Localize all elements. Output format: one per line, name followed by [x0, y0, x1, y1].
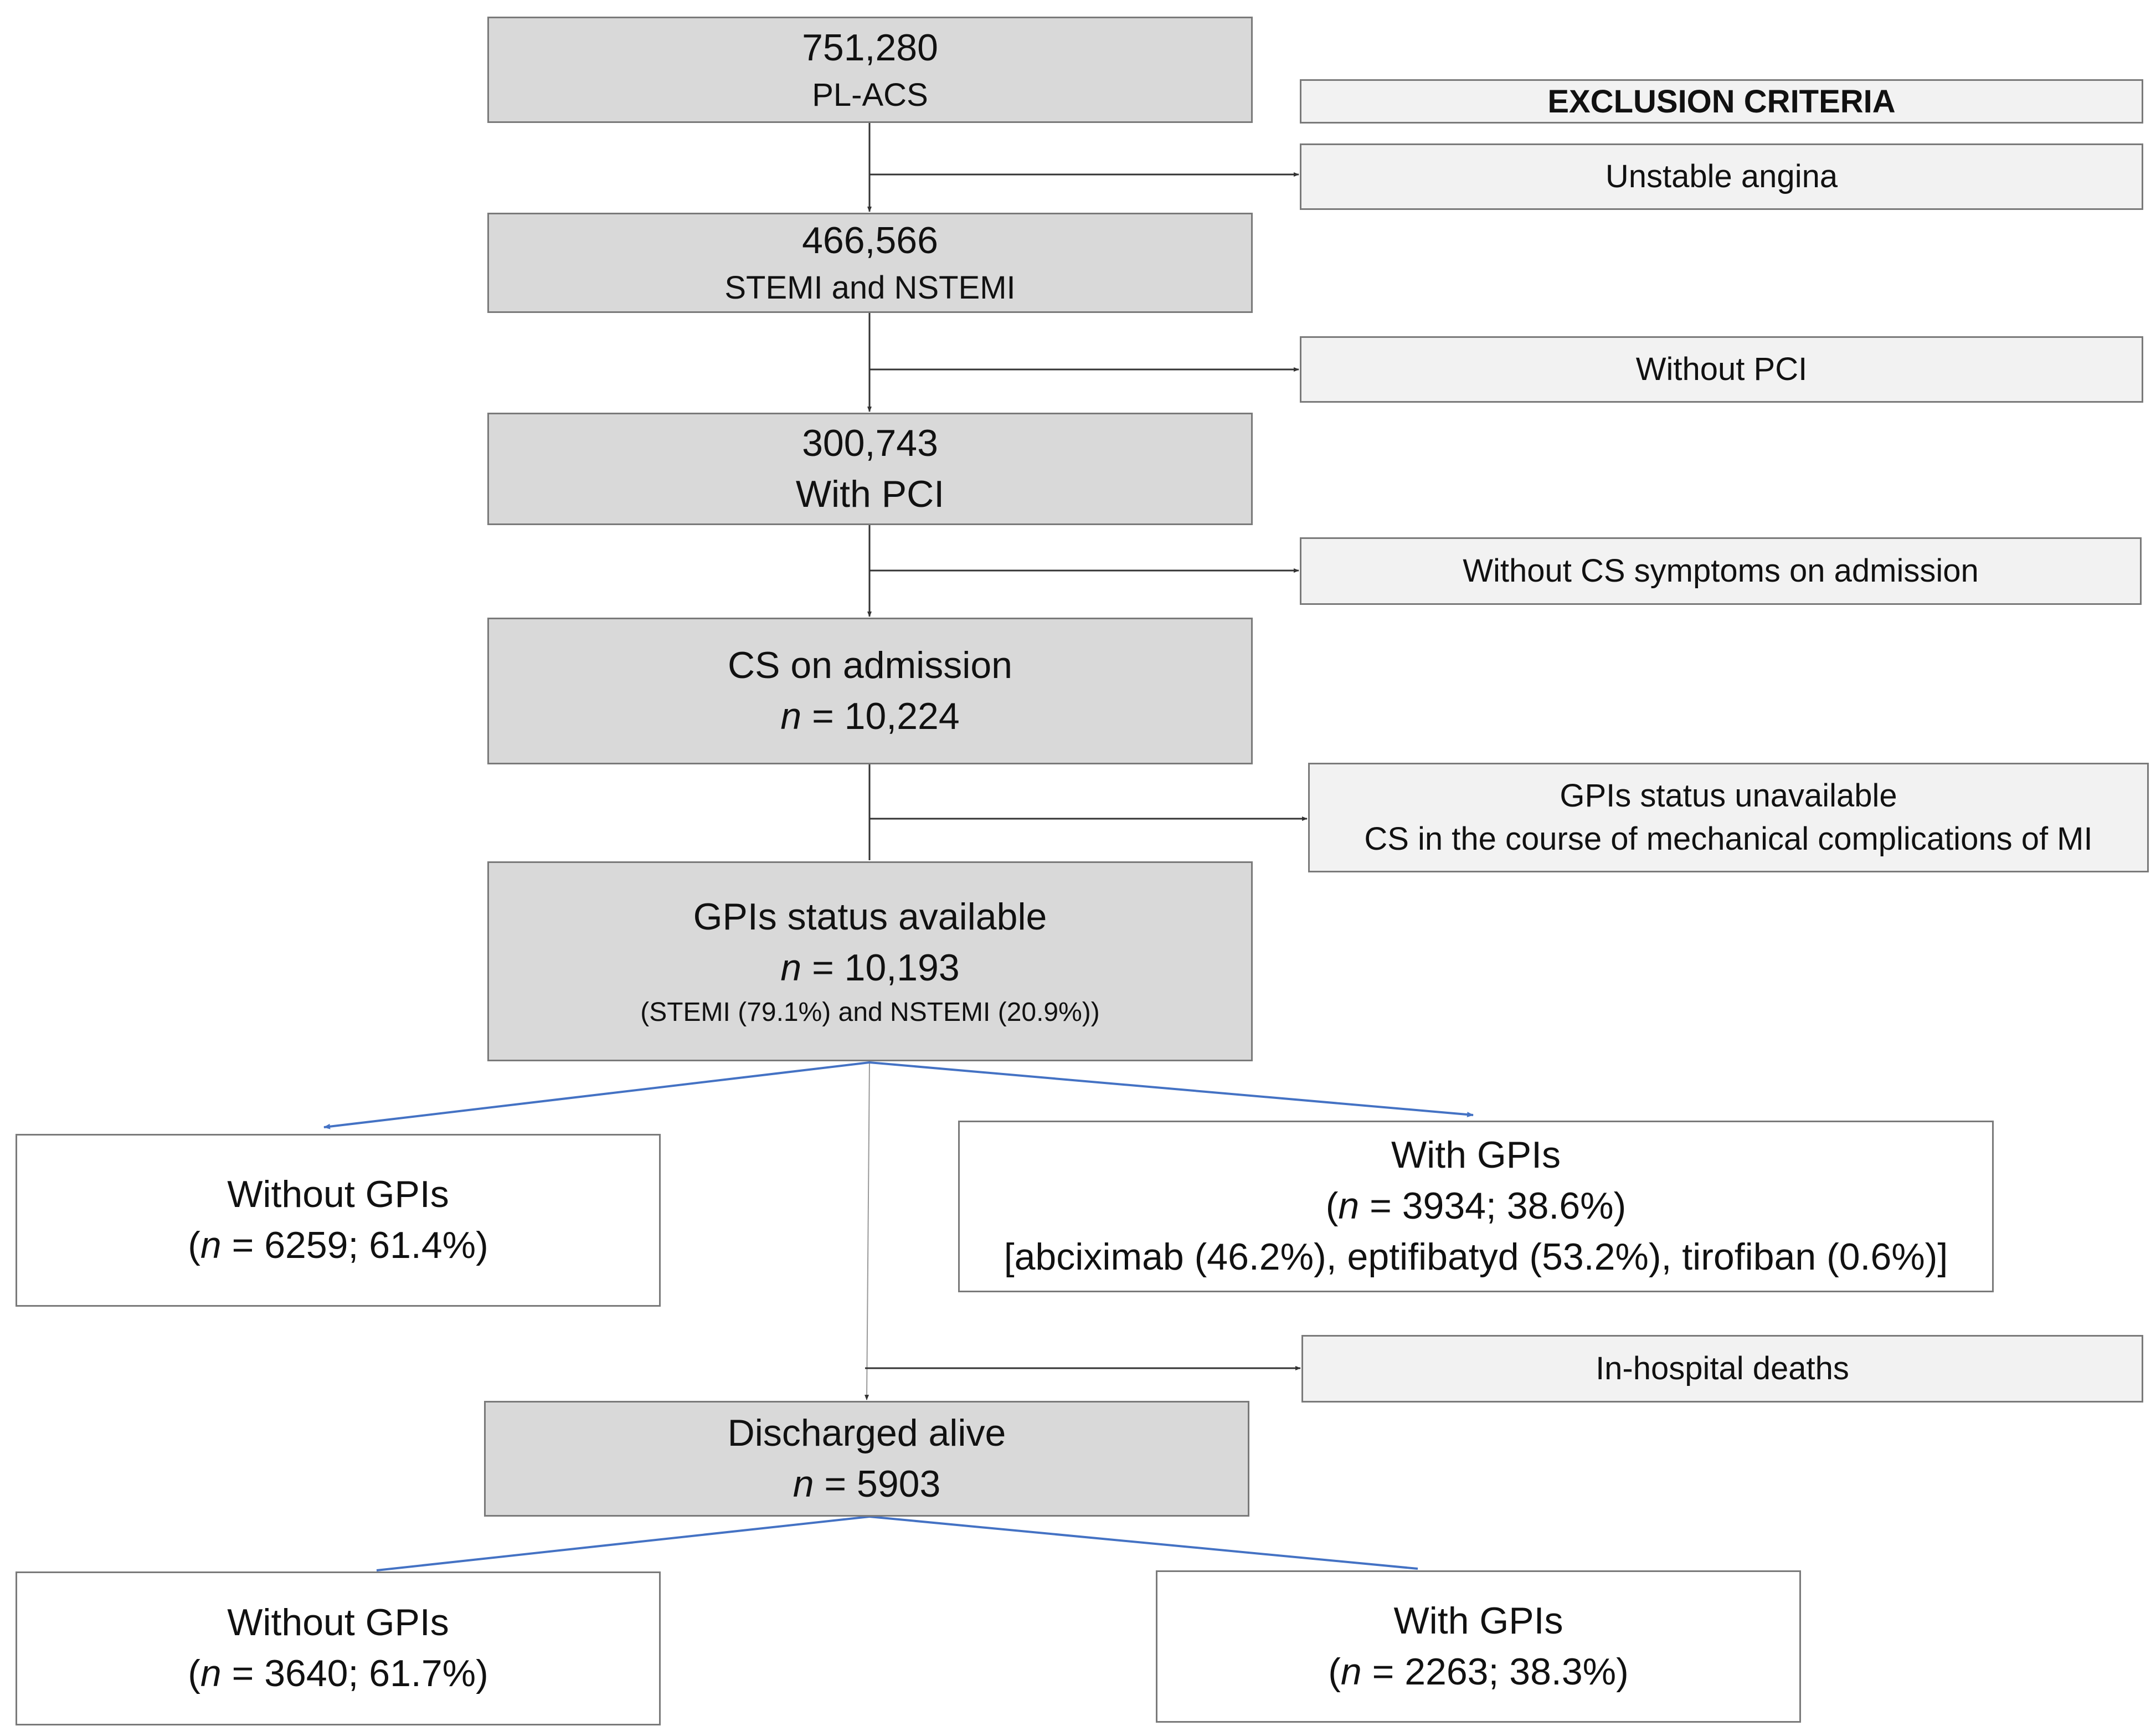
n-discharged-alive: n = 5903 [793, 1462, 941, 1505]
box-with-gpis-1: With GPIs (n = 3934; 38.6%) [abciximab (… [958, 1121, 1994, 1292]
n-with-gpis-2: (n = 2263; 38.3%) [1328, 1650, 1629, 1693]
label-without-gpis-1: Without GPIs [227, 1173, 449, 1216]
label-with-gpis-1: With GPIs [1391, 1134, 1561, 1177]
box-without-gpis-2: Without GPIs (n = 3640; 61.7%) [16, 1571, 661, 1725]
exclusion-gpis-unavailable-label: GPIs status unavailable [1560, 777, 1897, 814]
n-cs-on-admission: n = 10,224 [780, 695, 960, 737]
label-gpis-status-available: GPIs status available [693, 896, 1047, 938]
count-with-pci: 300,743 [802, 422, 938, 464]
label-without-gpis-2: Without GPIs [227, 1601, 449, 1644]
count-stemi-nstemi: 466,566 [802, 219, 938, 262]
box-discharged-alive: Discharged alive n = 5903 [484, 1401, 1249, 1517]
count-pl-acs: 751,280 [802, 26, 938, 69]
box-stemi-nstemi: 466,566 STEMI and NSTEMI [487, 213, 1253, 313]
box-gpis-status-available: GPIs status available n = 10,193 (STEMI … [487, 861, 1253, 1061]
line-b6-with2 [869, 1516, 1418, 1570]
exclusion-criteria-header: EXCLUSION CRITERIA [1300, 79, 2143, 124]
exclusion-gpis-status-unavailable: GPIs status unavailable CS in the course… [1308, 763, 2149, 872]
label-discharged-alive: Discharged alive [727, 1411, 1006, 1454]
label-stemi-nstemi: STEMI and NSTEMI [724, 270, 1016, 306]
drugs-with-gpis-1: [abciximab (46.2%), eptifibatyd (53.2%),… [1004, 1235, 1948, 1278]
exclusion-unstable-angina: Unstable angina [1300, 143, 2143, 210]
label-with-gpis-2: With GPIs [1393, 1599, 1563, 1642]
box-cs-on-admission: CS on admission n = 10,224 [487, 618, 1253, 764]
n-without-gpis-1: (n = 6259; 61.4%) [188, 1224, 488, 1266]
arrow-b5-with1 [869, 1061, 1474, 1118]
line-b6-without2 [376, 1516, 870, 1571]
n-without-gpis-2: (n = 3640; 61.7%) [188, 1652, 488, 1694]
exclusion-in-hospital-deaths-label: In-hospital deaths [1596, 1350, 1849, 1386]
exclusion-without-cs-symptoms: Without CS symptoms on admission [1300, 537, 2142, 605]
box-with-gpis-2: With GPIs (n = 2263; 38.3%) [1156, 1570, 1801, 1723]
exclusion-mechanical-complications-label: CS in the course of mechanical complicat… [1364, 821, 2093, 857]
label-pl-acs: PL-ACS [812, 76, 928, 113]
arrow-b5-without1 [323, 1061, 870, 1129]
box-with-pci: 300,743 With PCI [487, 413, 1253, 525]
note-stemi-nstemi-split: (STEMI (79.1%) and NSTEMI (20.9%)) [640, 997, 1100, 1027]
exclusion-without-cs-symptoms-label: Without CS symptoms on admission [1463, 552, 1979, 589]
arrow-b5-b6 [865, 1061, 870, 1400]
exclusion-unstable-angina-label: Unstable angina [1605, 158, 1838, 194]
exclusion-in-hospital-deaths: In-hospital deaths [1301, 1335, 2143, 1403]
exclusion-criteria-title: EXCLUSION CRITERIA [1547, 83, 1896, 120]
exclusion-without-pci: Without PCI [1300, 336, 2143, 403]
n-gpis-status-available: n = 10,193 [780, 946, 960, 989]
exclusion-without-pci-label: Without PCI [1635, 351, 1808, 387]
box-without-gpis-1: Without GPIs (n = 6259; 61.4%) [16, 1134, 661, 1307]
label-cs-on-admission: CS on admission [727, 644, 1013, 686]
label-with-pci: With PCI [795, 472, 945, 515]
n-with-gpis-1: (n = 3934; 38.6%) [1325, 1185, 1627, 1227]
box-pl-acs: 751,280 PL-ACS [487, 17, 1253, 123]
